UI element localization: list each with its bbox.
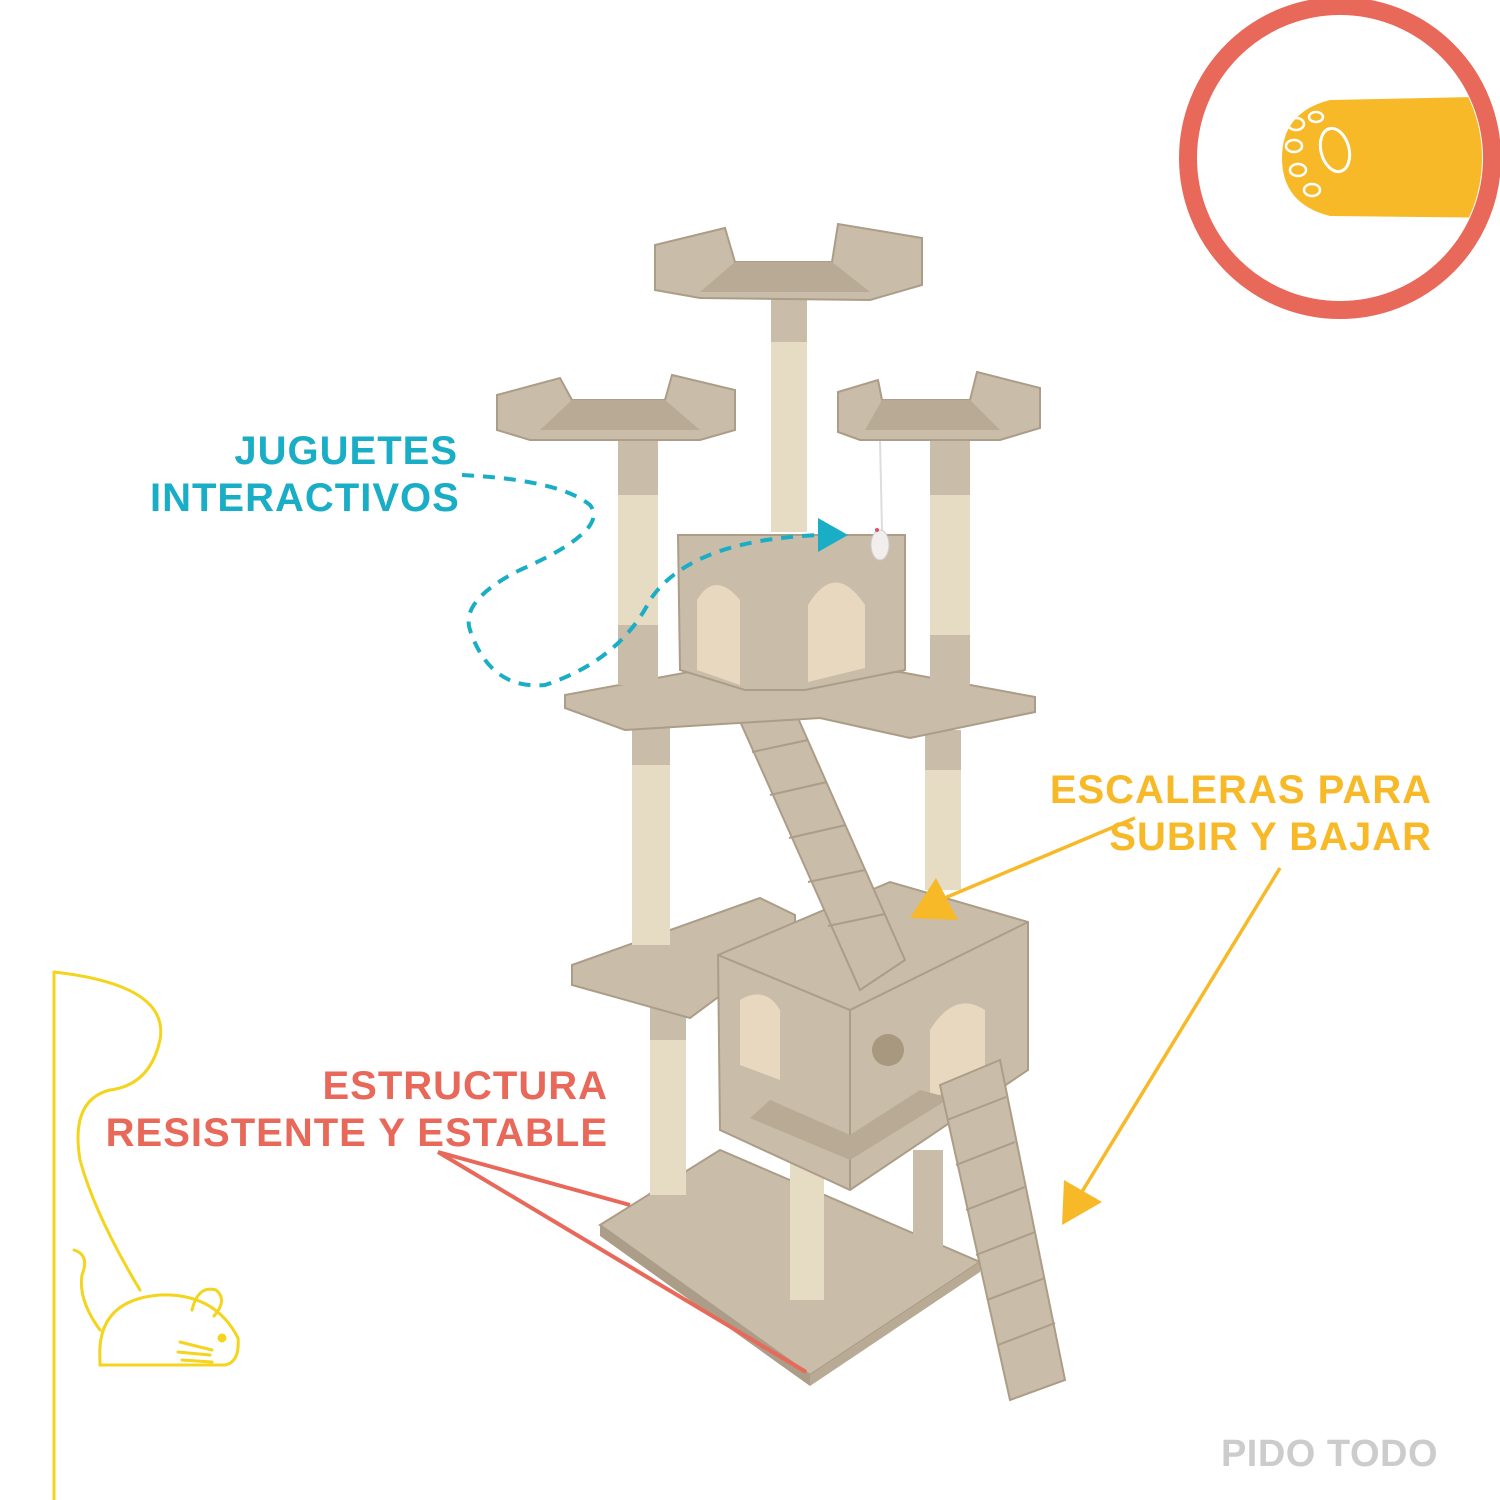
- structure-lines: [436, 1150, 808, 1374]
- structure-label: ESTRUCTURA RESISTENTE Y ESTABLE: [100, 1063, 608, 1157]
- stairs-arrows: [910, 816, 1282, 1225]
- cat-paw-icon: [1179, 0, 1500, 319]
- cat-tree-illustration: [496, 222, 1067, 1402]
- toys-label: JUGUETES INTERACTIVOS: [150, 428, 460, 522]
- structure-label-line1: ESTRUCTURA: [322, 1064, 608, 1108]
- stairs-label-line2: SUBIR Y BAJAR: [1109, 815, 1432, 860]
- toys-label-line2: INTERACTIVOS: [150, 476, 460, 521]
- stairs-label: ESCALERAS PARA SUBIR Y BAJAR: [1040, 767, 1432, 861]
- brand-watermark: PIDO TODO: [1220, 1433, 1438, 1475]
- toys-label-line1: JUGUETES: [234, 429, 458, 473]
- toys-arrow: [461, 473, 848, 688]
- stairs-label-line1: ESCALERAS PARA: [1049, 768, 1432, 812]
- structure-label-line2: RESISTENTE Y ESTABLE: [105, 1111, 608, 1156]
- toy-mouse-icon: [52, 970, 240, 1500]
